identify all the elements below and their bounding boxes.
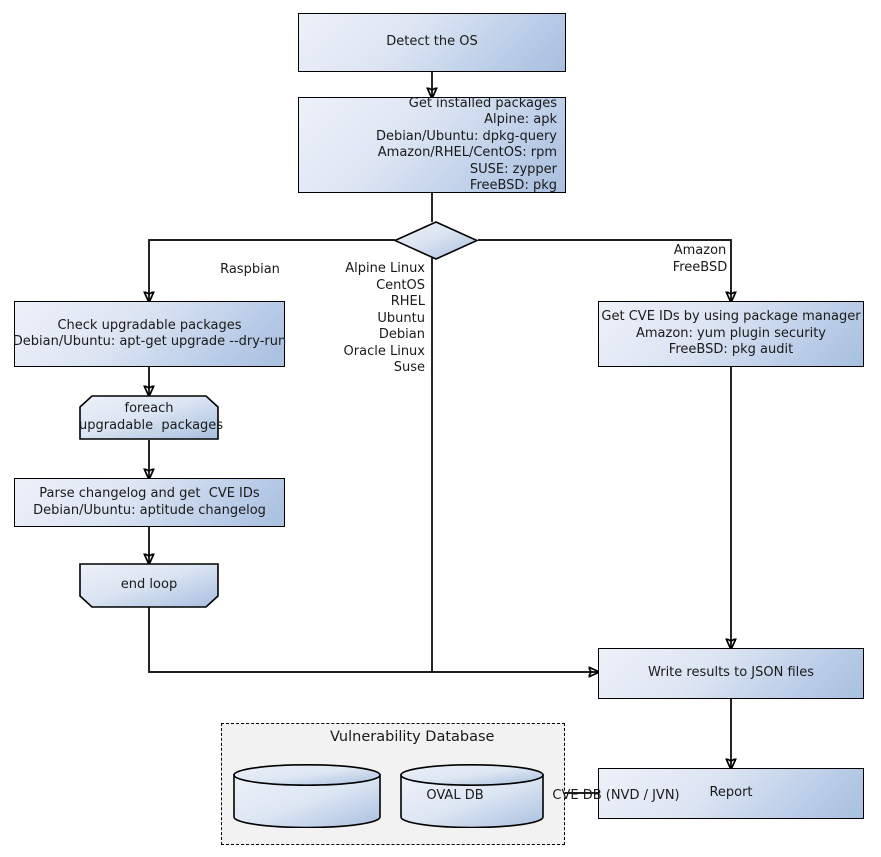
node-get-cve-ids-label: Get CVE IDs by using package manager Ama…: [601, 309, 861, 358]
node-detect-the-os[interactable]: Detect the OS: [298, 13, 566, 72]
node-os-decision[interactable]: [393, 221, 479, 260]
oval-db-shape: [233, 764, 381, 829]
database-oval-db-label: OVAL DB: [426, 788, 484, 803]
database-cve-db[interactable]: CVE DB (NVD / JVN): [400, 764, 680, 829]
node-foreach-upgradable-packages[interactable]: foreach upgradable packages: [79, 395, 224, 440]
foreach-shape: [79, 395, 219, 440]
edge-label-raspbian: Raspbian: [220, 262, 280, 277]
node-write-results-to-json[interactable]: Write results to JSON files: [598, 648, 864, 699]
node-foreach-upgradable-packages-label: foreach upgradable packages: [79, 401, 224, 433]
node-end-loop[interactable]: end loop: [79, 563, 219, 608]
node-parse-changelog-label: Parse changelog and get CVE IDs Debian/U…: [33, 486, 266, 518]
node-detect-the-os-label: Detect the OS: [386, 34, 478, 50]
node-report[interactable]: Report: [598, 768, 864, 819]
node-get-cve-ids[interactable]: Get CVE IDs by using package manager Ama…: [598, 301, 864, 367]
edge-label-amazon-freebsd: Amazon FreeBSD: [672, 243, 728, 275]
os-decision-shape: [393, 221, 479, 260]
end-loop-shape: [79, 563, 219, 608]
node-get-installed-packages[interactable]: Get installed packages Alpine: apk Debia…: [298, 95, 566, 194]
node-check-upgradable-packages-label: Check upgradable packages Debian/Ubuntu:…: [12, 317, 287, 350]
node-write-results-to-json-label: Write results to JSON files: [647, 665, 815, 681]
database-cve-db-label: CVE DB (NVD / JVN): [552, 788, 680, 803]
cve-db-shape: [400, 764, 544, 829]
group-vulnerability-database-title: Vulnerability Database: [330, 729, 495, 745]
node-parse-changelog[interactable]: Parse changelog and get CVE IDs Debian/U…: [14, 478, 285, 527]
edge-endloop-to-write-results: [148, 607, 598, 672]
node-end-loop-label: end loop: [120, 577, 178, 593]
node-check-upgradable-packages[interactable]: Check upgradable packages Debian/Ubuntu:…: [12, 301, 287, 367]
node-get-installed-packages-label: Get installed packages Alpine: apk Debia…: [375, 95, 557, 194]
node-report-label: Report: [709, 785, 753, 801]
database-oval-db[interactable]: OVAL DB: [233, 764, 484, 829]
edge-label-middle-os-list: Alpine Linux CentOS RHEL Ubuntu Debian O…: [343, 261, 425, 375]
